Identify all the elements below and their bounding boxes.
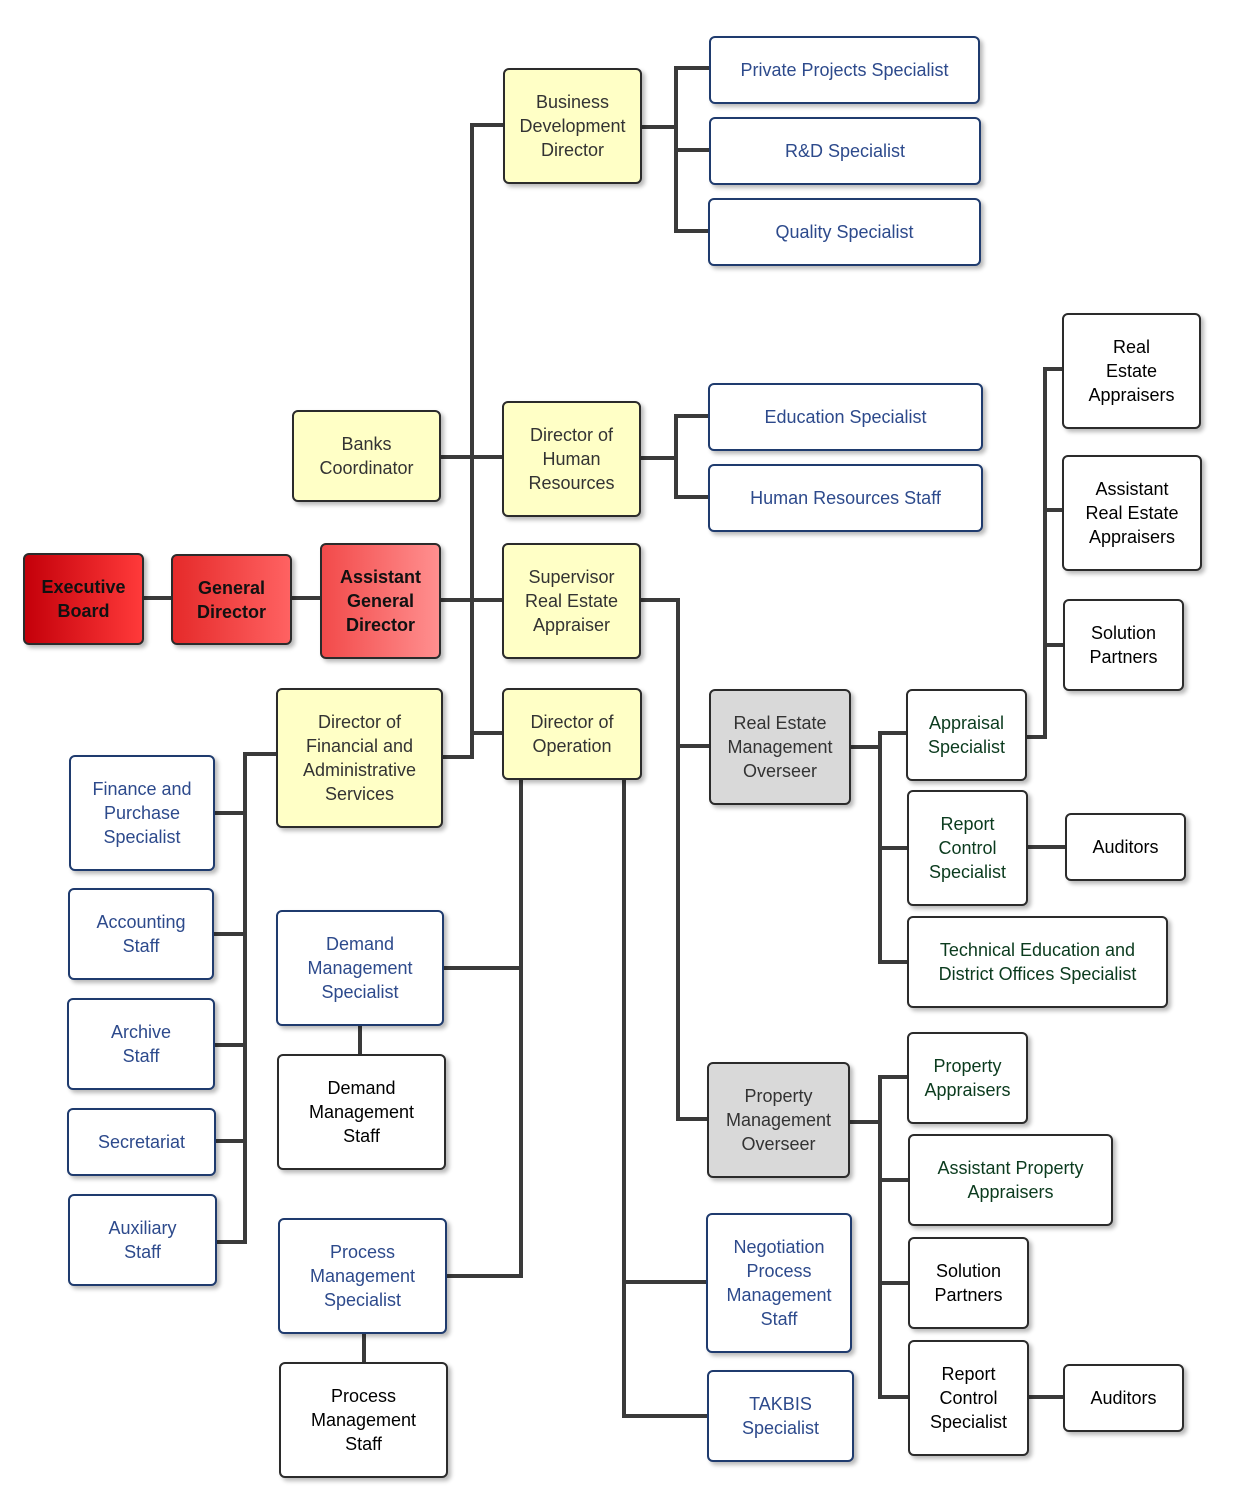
- takbis-specialist-box: TAKBIS Specialist: [707, 1370, 854, 1462]
- assistant-general-director-label: Assistant General Director: [339, 567, 422, 635]
- property-management-overseer-label: Property Management Overseer: [725, 1086, 832, 1154]
- report-control-specialist-1-box: Report Control Specialist: [907, 790, 1028, 906]
- accounting-staff-label: Accounting Staff: [96, 912, 186, 956]
- executive-board-label: Executive Board: [41, 577, 126, 621]
- finance-purchase-specialist-label: Finance and Purchase Specialist: [92, 779, 192, 847]
- report-control-specialist-2-box: Report Control Specialist: [908, 1340, 1029, 1456]
- auditors-2-box: Auditors: [1063, 1364, 1184, 1432]
- solution-partners-2-label: Solution Partners: [934, 1261, 1003, 1305]
- property-appraisers-label: Property Appraisers: [924, 1056, 1011, 1100]
- real-estate-management-overseer-label: Real Estate Management Overseer: [727, 713, 833, 781]
- process-management-specialist-label: Process Management Specialist: [309, 1242, 416, 1310]
- solution-partners-1-label: Solution Partners: [1089, 623, 1158, 667]
- director-human-resources-box: Director of Human Resources: [502, 401, 641, 517]
- auxiliary-staff-label: Auxiliary Staff: [108, 1218, 177, 1262]
- banks-coordinator-label: Banks Coordinator: [319, 434, 414, 478]
- archive-staff-label: Archive Staff: [110, 1022, 172, 1066]
- real-estate-appraisers-label: Real Estate Appraisers: [1088, 337, 1175, 405]
- real-estate-appraisers-box: Real Estate Appraisers: [1062, 313, 1201, 429]
- property-management-overseer-box: Property Management Overseer: [707, 1062, 850, 1178]
- private-projects-specialist-box: Private Projects Specialist: [709, 36, 980, 104]
- rd-specialist-box: R&D Specialist: [709, 117, 981, 185]
- business-development-director-label: Business Development Director: [519, 92, 626, 160]
- accounting-staff-box: Accounting Staff: [68, 888, 214, 980]
- supervisor-real-estate-appraiser-box: Supervisor Real Estate Appraiser: [502, 543, 641, 659]
- executive-board-box: Executive Board: [23, 553, 144, 645]
- director-human-resources-label: Director of Human Resources: [528, 425, 615, 493]
- auditors-1-label: Auditors: [1092, 837, 1159, 857]
- human-resources-staff-box: Human Resources Staff: [708, 464, 983, 532]
- director-operation-label: Director of Operation: [530, 712, 614, 756]
- secretariat-label: Secretariat: [97, 1132, 186, 1152]
- report-control-specialist-2-label: Report Control Specialist: [929, 1364, 1008, 1432]
- general-director-box: General Director: [171, 554, 292, 645]
- assistant-property-appraisers-box: Assistant Property Appraisers: [908, 1134, 1113, 1226]
- negotiation-process-management-staff-box: Negotiation Process Management Staff: [706, 1213, 852, 1353]
- negotiation-process-management-staff-label: Negotiation Process Management Staff: [726, 1237, 832, 1329]
- technical-education-specialist-box: Technical Education and District Offices…: [907, 916, 1168, 1008]
- business-development-director-box: Business Development Director: [503, 68, 642, 184]
- process-management-specialist-box: Process Management Specialist: [278, 1218, 447, 1334]
- director-financial-admin-label: Director of Financial and Administrative…: [302, 712, 417, 804]
- technical-education-specialist-label: Technical Education and District Offices…: [938, 940, 1137, 984]
- archive-staff-box: Archive Staff: [67, 998, 215, 1090]
- report-control-specialist-1-label: Report Control Specialist: [928, 814, 1007, 882]
- real-estate-management-overseer-box: Real Estate Management Overseer: [709, 689, 851, 805]
- director-financial-admin-box: Director of Financial and Administrative…: [276, 688, 443, 828]
- process-management-staff-label: Process Management Staff: [310, 1386, 417, 1454]
- demand-management-staff-label: Demand Management Staff: [308, 1078, 415, 1146]
- property-appraisers-box: Property Appraisers: [907, 1032, 1028, 1124]
- assistant-real-estate-appraisers-label: Assistant Real Estate Appraisers: [1085, 479, 1179, 547]
- demand-management-specialist-label: Demand Management Specialist: [307, 934, 413, 1002]
- general-director-label: General Director: [196, 577, 267, 622]
- secretariat-box: Secretariat: [67, 1108, 216, 1176]
- process-management-staff-box: Process Management Staff: [279, 1362, 448, 1478]
- assistant-real-estate-appraisers-box: Assistant Real Estate Appraisers: [1062, 455, 1202, 571]
- solution-partners-2-box: Solution Partners: [908, 1237, 1029, 1329]
- quality-specialist-box: Quality Specialist: [708, 198, 981, 266]
- demand-management-staff-box: Demand Management Staff: [277, 1054, 446, 1170]
- human-resources-staff-label: Human Resources Staff: [750, 488, 941, 508]
- assistant-general-director-box: Assistant General Director: [320, 543, 441, 659]
- finance-purchase-specialist-box: Finance and Purchase Specialist: [69, 755, 215, 871]
- rd-specialist-label: R&D Specialist: [784, 141, 906, 161]
- banks-coordinator-box: Banks Coordinator: [292, 410, 441, 502]
- solution-partners-1-box: Solution Partners: [1063, 599, 1184, 691]
- supervisor-real-estate-appraiser-label: Supervisor Real Estate Appraiser: [524, 567, 619, 635]
- auxiliary-staff-box: Auxiliary Staff: [68, 1194, 217, 1286]
- demand-management-specialist-box: Demand Management Specialist: [276, 910, 444, 1026]
- appraisal-specialist-label: Appraisal Specialist: [927, 713, 1006, 757]
- auditors-1-box: Auditors: [1065, 813, 1186, 881]
- quality-specialist-label: Quality Specialist: [775, 222, 914, 242]
- private-projects-specialist-label: Private Projects Specialist: [740, 60, 949, 80]
- assistant-property-appraisers-label: Assistant Property Appraisers: [937, 1158, 1084, 1202]
- education-specialist-label: Education Specialist: [764, 407, 927, 427]
- education-specialist-box: Education Specialist: [708, 383, 983, 451]
- appraisal-specialist-box: Appraisal Specialist: [906, 689, 1027, 781]
- auditors-2-label: Auditors: [1090, 1388, 1157, 1408]
- takbis-specialist-label: TAKBIS Specialist: [741, 1394, 820, 1438]
- director-operation-box: Director of Operation: [502, 688, 642, 780]
